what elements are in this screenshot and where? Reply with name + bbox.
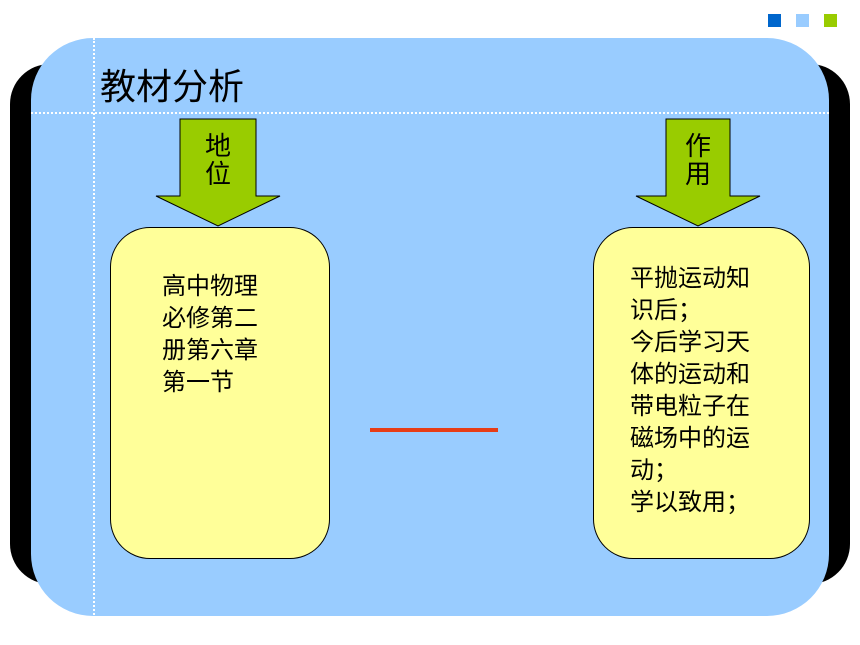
horizontal-dotted-divider <box>31 112 829 114</box>
arrow-label-right-2: 用 <box>684 160 711 190</box>
right-line: 磁场中的运 <box>630 424 750 452</box>
right-line: 带电粒子在 <box>630 392 750 420</box>
left-line: 高中物理 <box>162 272 258 300</box>
right-text-box <box>593 227 810 559</box>
left-line: 第一节 <box>162 368 234 396</box>
left-line: 必修第二 <box>162 304 258 332</box>
arrow-label-right-1: 作 <box>684 132 711 162</box>
arrow-down-icon-right <box>634 118 762 228</box>
right-line: 动； <box>630 456 678 484</box>
arrow-label-left-2: 位 <box>204 160 231 190</box>
right-line: 识后； <box>630 296 702 324</box>
left-box-text: 高中物理 必修第二 册第六章 第一节 <box>162 270 258 398</box>
right-line: 平抛运动知 <box>630 264 750 292</box>
slide-title: 教材分析 <box>100 67 245 108</box>
decor-square-green <box>824 14 837 27</box>
arrow-label-left-1: 地 <box>204 132 231 162</box>
arrow-down-icon-left <box>154 118 282 228</box>
right-line: 学以致用； <box>630 488 750 516</box>
arrow-shape-left <box>155 118 281 227</box>
left-line: 册第六章 <box>162 336 258 364</box>
arrow-shape-right <box>635 118 761 227</box>
right-line: 今后学习天 <box>630 328 750 356</box>
connector-line <box>370 428 498 432</box>
decor-square-dark <box>768 14 781 27</box>
decor-square-light <box>796 14 809 27</box>
left-text-box <box>110 227 330 559</box>
vertical-dotted-divider <box>93 38 95 618</box>
right-line: 体的运动和 <box>630 360 750 388</box>
right-box-text: 平抛运动知 识后； 今后学习天 体的运动和 带电粒子在 磁场中的运 动； 学以致… <box>630 262 750 518</box>
